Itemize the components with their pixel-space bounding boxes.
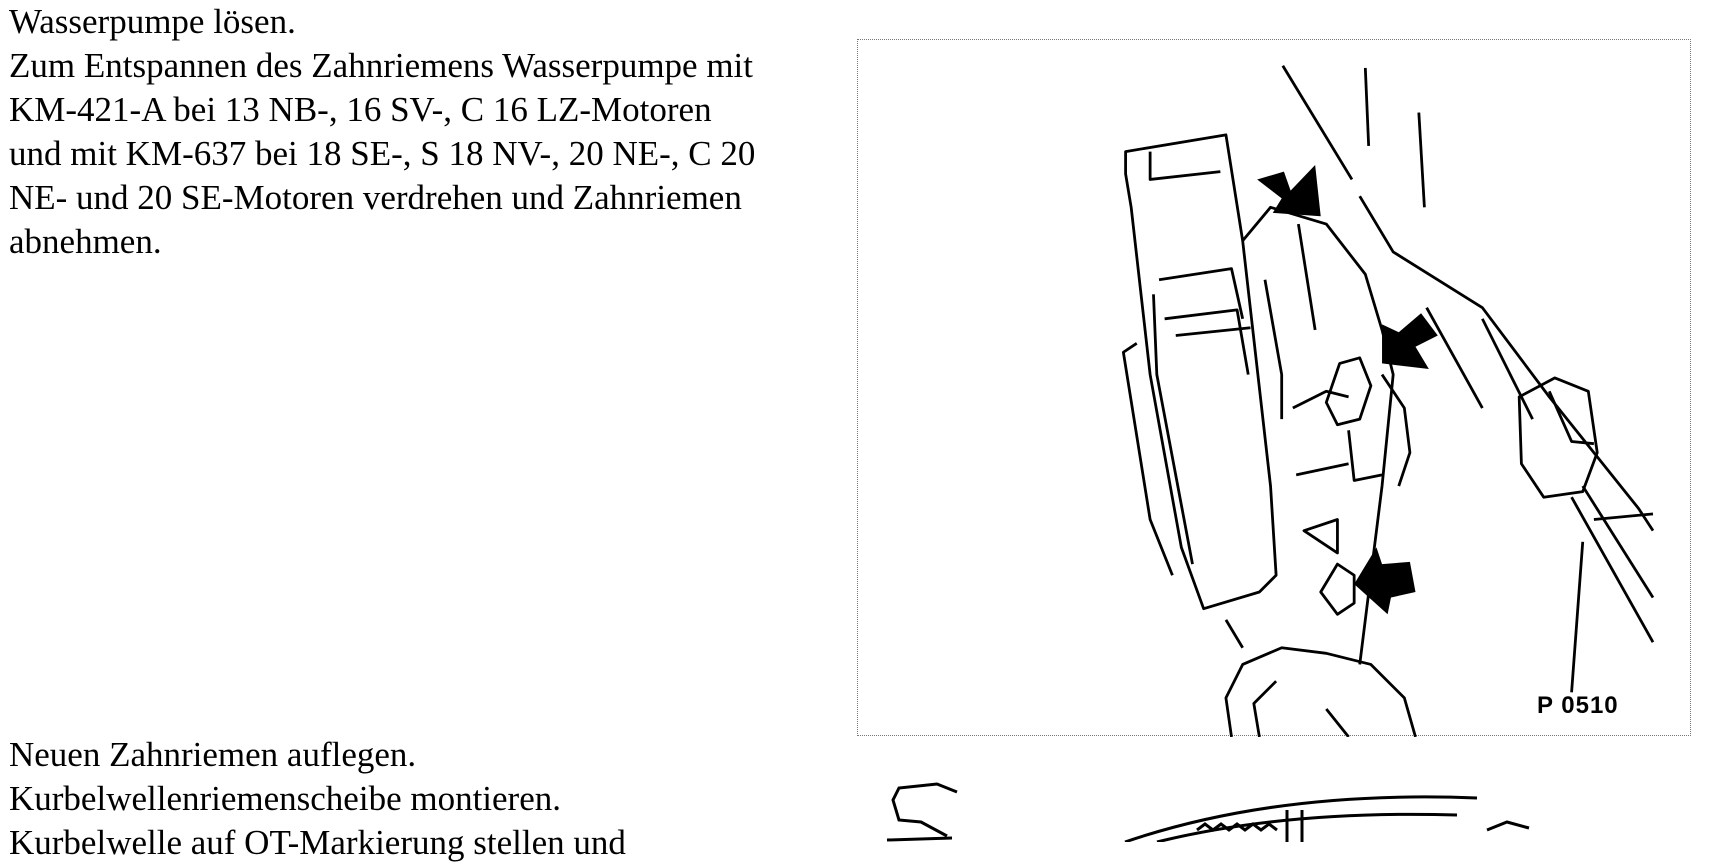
text-line: Kurbelwelle auf OT-Markierung stellen un… — [9, 823, 626, 862]
instruction-paragraph-timing-belt: Neuen Zahnriemen auflegen. Kurbelwellenr… — [9, 733, 626, 865]
text-line: NE- und 20 SE-Motoren verdrehen und Zahn… — [9, 178, 742, 217]
text-line: abnehmen. — [9, 222, 162, 261]
instruction-paragraph-water-pump: Wasserpumpe lösen. Zum Entspannen des Za… — [9, 0, 755, 264]
text-line: Wasserpumpe lösen. — [9, 2, 296, 41]
water-pump-drawing — [1121, 64, 1655, 737]
crankshaft-pulley-drawing — [886, 782, 1530, 842]
figure-label: P 0510 — [1537, 692, 1619, 719]
text-line: und mit KM-637 bei 18 SE-, S 18 NV-, 20 … — [9, 134, 756, 173]
figure-water-pump-diagram: P 0510 — [857, 39, 1691, 737]
text-line: Kurbelwellenriemenscheibe montieren. — [9, 779, 562, 818]
text-line: Zum Entspannen des Zahnriemens Wasserpum… — [9, 46, 754, 85]
text-line: Neuen Zahnriemen auflegen. — [9, 735, 417, 774]
arrow-icons — [1257, 164, 1438, 615]
text-line: KM-421-A bei 13 NB-, 16 SV-, C 16 LZ-Mot… — [9, 90, 712, 129]
